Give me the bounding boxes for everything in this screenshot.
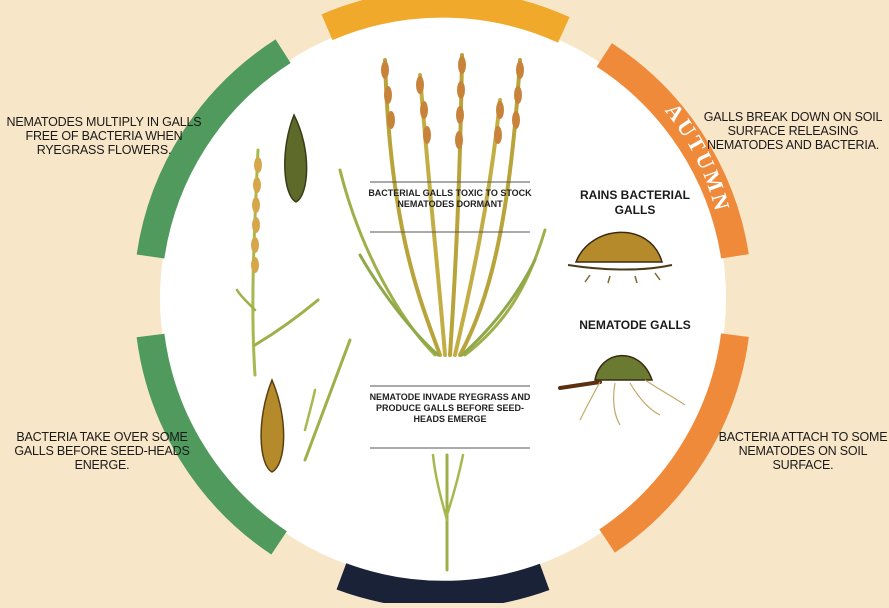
nematode-invade-caption: NEMATODE INVADE RYEGRASS AND PRODUCE GAL… bbox=[368, 392, 532, 425]
spring-bacteria-takeover-note: BACTERIA TAKE OVER SOME GALLS BEFORE SEE… bbox=[12, 430, 192, 472]
spring-multiply-note: NEMATODES MULTIPLY IN GALLS FREE OF BACT… bbox=[4, 115, 204, 157]
rains-bacterial-galls-label: RAINS BACTERIAL GALLS bbox=[570, 188, 700, 218]
autumn-bacteria-attach-note: BACTERIA ATTACH TO SOME NEMATODES ON SOI… bbox=[718, 430, 888, 472]
autumn-break-down-note: GALLS BREAK DOWN ON SOIL SURFACE RELEASI… bbox=[698, 110, 888, 152]
nematode-galls-label: NEMATODE GALLS bbox=[560, 318, 710, 333]
bacterial-galls-caption: BACTERIAL GALLS TOXIC TO STOCK NEMATODES… bbox=[368, 188, 532, 210]
